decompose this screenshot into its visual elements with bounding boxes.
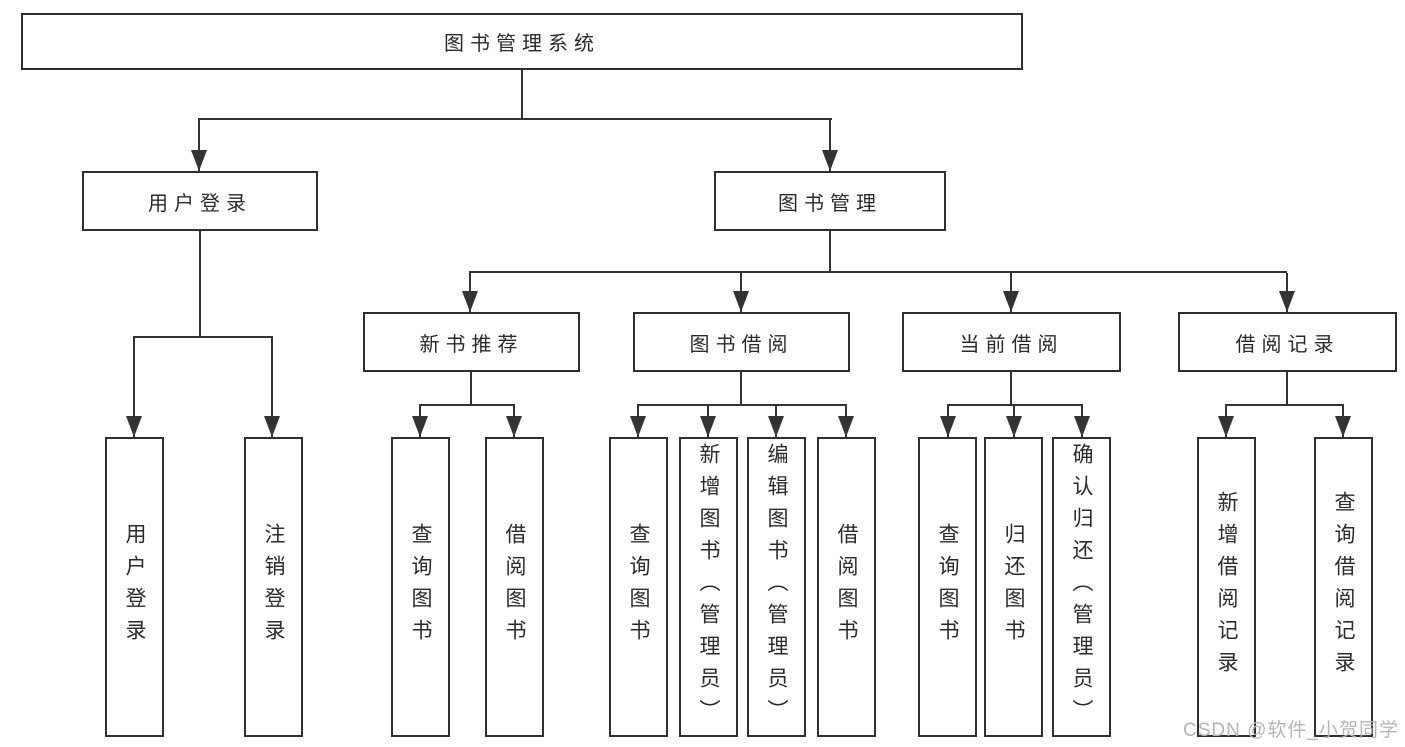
arrow-down-icon	[829, 120, 831, 171]
arrow-down-icon	[740, 273, 742, 312]
node-label: 新书推荐	[419, 333, 524, 356]
leaf-label: 查询借阅记录	[1332, 491, 1355, 683]
leaf-borrow-books: 借阅图书	[485, 437, 544, 737]
node-label: 当前借阅	[959, 333, 1064, 356]
leaf-label: 借阅图书	[503, 523, 526, 651]
arrow-down-icon	[513, 406, 515, 437]
arrow-down-icon	[775, 406, 777, 437]
connector-line	[829, 231, 831, 272]
leaf-edit-books-admin: 编辑图书（管理员）	[747, 437, 806, 737]
node-user-login: 用户登录	[82, 171, 318, 231]
node-library-system: 图书管理系统	[21, 13, 1023, 70]
leaf-label: 查询图书	[409, 523, 432, 651]
arrow-down-icon	[1342, 406, 1344, 437]
leaf-user-login: 用户登录	[105, 437, 164, 737]
arrow-down-icon	[1286, 273, 1288, 312]
node-new-book-recommend: 新书推荐	[363, 312, 580, 372]
leaf-logout: 注销登录	[244, 437, 303, 737]
arrow-down-icon	[469, 273, 471, 312]
node-label: 借阅记录	[1235, 333, 1340, 356]
node-label: 用户登录	[148, 192, 252, 215]
leaf-query-books: 查询图书	[609, 437, 668, 737]
csdn-watermark: CSDN @软件_小贺同学	[1183, 720, 1399, 741]
leaf-label: 确认归还（管理员）	[1070, 443, 1093, 731]
arrow-down-icon	[198, 120, 200, 171]
node-current-borrowing: 当前借阅	[902, 312, 1121, 372]
connector-line	[469, 271, 1287, 273]
node-borrow-records: 借阅记录	[1178, 312, 1397, 372]
connector-line	[1225, 404, 1344, 406]
leaf-add-borrow-record: 新增借阅记录	[1197, 437, 1256, 737]
arrow-down-icon	[1081, 406, 1083, 437]
leaf-label: 归还图书	[1002, 523, 1025, 651]
leaf-label: 查询图书	[936, 523, 959, 651]
leaf-label: 借阅图书	[835, 523, 858, 651]
connector-line	[521, 69, 523, 119]
leaf-borrow-books: 借阅图书	[817, 437, 876, 737]
leaf-label: 用户登录	[123, 523, 146, 651]
arrow-down-icon	[845, 406, 847, 437]
arrow-down-icon	[419, 406, 421, 437]
arrow-down-icon	[133, 338, 135, 437]
leaf-label: 查询图书	[627, 523, 650, 651]
leaf-query-borrow-record: 查询借阅记录	[1314, 437, 1373, 737]
arrow-down-icon	[1013, 406, 1015, 437]
node-label: 图书管理系统	[444, 33, 600, 55]
leaf-label: 新增图书（管理员）	[697, 443, 720, 731]
connector-line	[419, 404, 515, 406]
arrow-down-icon	[707, 406, 709, 437]
leaf-confirm-return-admin: 确认归还（管理员）	[1052, 437, 1111, 737]
connector-line	[740, 372, 742, 405]
leaf-label: 新增借阅记录	[1215, 491, 1238, 683]
arrow-down-icon	[1010, 273, 1012, 312]
leaf-label: 编辑图书（管理员）	[765, 443, 788, 731]
connector-line	[470, 372, 472, 405]
connector-line	[133, 336, 273, 338]
leaf-return-books: 归还图书	[984, 437, 1043, 737]
leaf-add-books-admin: 新增图书（管理员）	[679, 437, 738, 737]
node-label: 图书借阅	[689, 333, 794, 356]
connector-line	[198, 118, 832, 120]
leaf-query-books: 查询图书	[391, 437, 450, 737]
connector-line	[637, 404, 847, 406]
connector-line	[1010, 372, 1012, 405]
connector-line	[199, 231, 201, 337]
arrow-down-icon	[947, 406, 949, 437]
connector-line	[1286, 372, 1288, 405]
connector-line	[947, 404, 1083, 406]
arrow-down-icon	[1225, 406, 1227, 437]
leaf-label: 注销登录	[262, 523, 285, 651]
node-book-borrowing: 图书借阅	[633, 312, 850, 372]
arrow-down-icon	[271, 338, 273, 437]
arrow-down-icon	[637, 406, 639, 437]
leaf-query-books: 查询图书	[918, 437, 977, 737]
node-book-management: 图书管理	[714, 171, 946, 231]
node-label: 图书管理	[778, 192, 882, 215]
